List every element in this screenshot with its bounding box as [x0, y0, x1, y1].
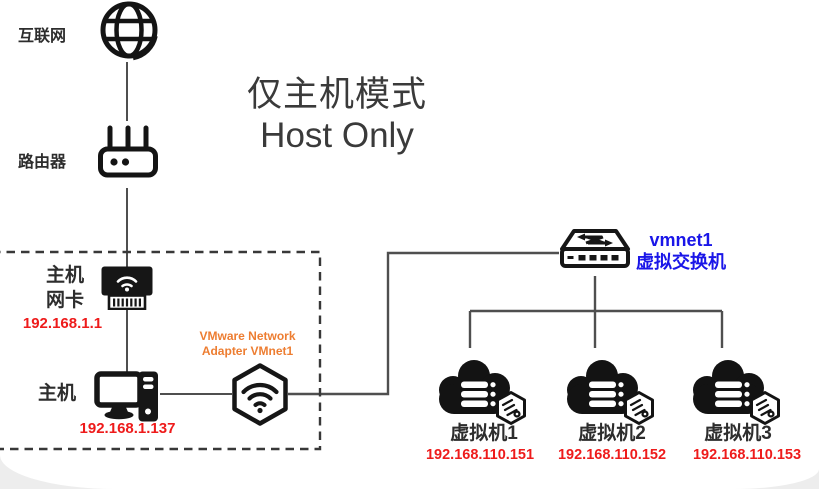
vmnet1-adapter-icon	[232, 363, 288, 426]
virtual-switch-icon	[560, 229, 630, 268]
vm2-label: 虚拟机2	[578, 423, 646, 444]
vm1-ip: 192.168.110.151	[425, 447, 535, 463]
vmware-adapter-label: VMware Network Adapter VMnet1	[199, 329, 296, 358]
host-label: 主机	[38, 383, 77, 404]
internet-globe-icon	[100, 1, 158, 61]
virtual-switch-label: vmnet1 虚拟交换机	[625, 229, 737, 273]
host-dashed-boundary	[0, 250, 322, 451]
title-en: Host Only	[260, 116, 414, 155]
title-zh: 仅主机模式	[246, 75, 427, 114]
host-nic-ip: 192.168.1.1	[22, 315, 103, 332]
switch-name: vmnet1	[649, 230, 713, 250]
host-ip: 192.168.1.137	[79, 420, 176, 437]
internet-label: 互联网	[18, 28, 67, 45]
vm3-ip: 192.168.110.153	[692, 447, 802, 463]
router-label: 路由器	[18, 154, 67, 171]
host-nic-label: 主机 网卡	[45, 265, 84, 311]
vm1-label: 虚拟机1	[450, 423, 518, 444]
diagram-title: 仅主机模式 Host Only	[237, 74, 437, 156]
host-computer-icon	[94, 371, 158, 422]
vm1-cloud-icon	[439, 360, 526, 425]
router-icon	[98, 125, 158, 178]
vm3-cloud-icon	[693, 360, 780, 425]
vm2-ip: 192.168.110.152	[557, 447, 667, 463]
host-nic-icon	[101, 266, 153, 310]
vm2-cloud-icon	[567, 360, 654, 425]
switch-label-zh: 虚拟交换机	[636, 252, 726, 272]
vm3-label: 虚拟机3	[704, 423, 772, 444]
